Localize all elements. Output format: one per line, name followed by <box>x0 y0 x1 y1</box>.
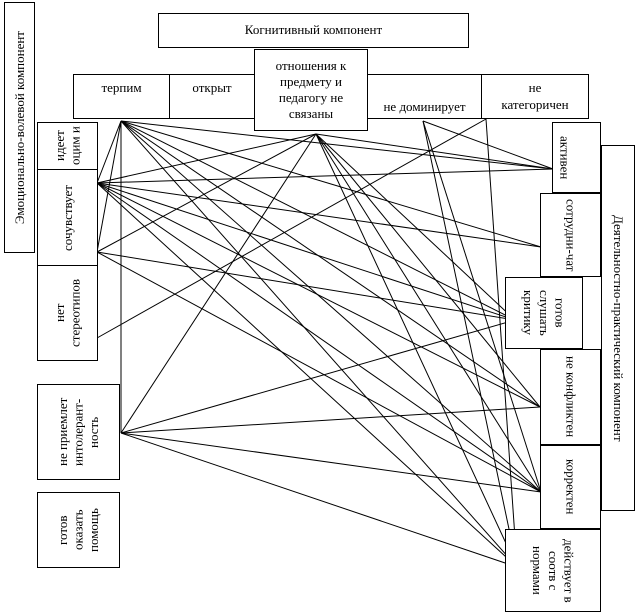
node-not-accept-intolerance-label: не приемлет интолерант-ность <box>55 397 102 467</box>
node-not-categorical-label: не категоричен <box>501 80 569 112</box>
node-ready-criticism-label: готов слушать критику <box>521 290 568 336</box>
node-not-dominating: не доминирует <box>367 74 482 119</box>
node-sympathizes-label: сочувствует <box>59 184 75 251</box>
node-relations: отношения к предмету и педагогу не связа… <box>254 49 368 131</box>
connection-line-cat-nrm <box>485 118 518 568</box>
connection-line-tol-nrm <box>120 120 518 568</box>
connection-line-rel-crt <box>315 133 516 321</box>
node-sympathizes: сочувствует <box>37 169 98 266</box>
cognitive-component-title: Когнитивный компонент <box>158 13 469 48</box>
connection-line-rel-nai <box>120 133 317 434</box>
node-correct-label: корректен <box>563 459 579 515</box>
node-ready-to-help: готов оказать помощь <box>37 492 120 568</box>
connection-line-nai-cor <box>120 432 542 493</box>
emotional-title-text: Эмоционально-волевой компонент <box>11 30 27 225</box>
node-acts-norms: действует в соотв с нормами <box>505 529 601 612</box>
connection-line-ide-coo <box>96 182 542 248</box>
node-not-conflict-label: не конфликтен <box>563 356 579 438</box>
connection-line-cat-nst <box>96 118 487 339</box>
connection-line-rel-ide <box>96 133 317 184</box>
connection-line-dom-cor <box>422 120 542 493</box>
connection-line-nai-nrm <box>120 432 518 568</box>
connection-line-sym-cor <box>96 251 542 493</box>
emotional-component-title: Эмоционально-волевой компонент <box>4 2 35 253</box>
connection-line-nai-crt <box>120 319 516 434</box>
connection-line-rel-act <box>315 133 554 170</box>
activity-title-text: Деятельностно-практический компонент <box>610 214 626 442</box>
cognitive-title-text: Когнитивный компонент <box>244 22 383 38</box>
node-correct: корректен <box>540 445 601 529</box>
connection-line-ide-act <box>96 168 554 184</box>
node-ideas-label: идеет оцим и <box>51 126 83 166</box>
node-not-accept-intolerance: не приемлет интолерант-ность <box>37 384 120 480</box>
connection-line-tol-ncf <box>120 120 541 408</box>
node-cooperates: сотрудни-чат <box>540 193 601 277</box>
connection-line-tol-act <box>120 120 554 170</box>
connection-line-nai-ncf <box>120 406 541 434</box>
node-no-stereotypes-label: нет стереотипов <box>51 278 83 348</box>
node-tolerant: терпим <box>73 74 170 119</box>
connection-line-ide-cor <box>96 182 542 493</box>
node-not-dominating-label: не доминирует <box>383 98 466 114</box>
node-active: активен <box>552 122 601 193</box>
node-not-conflict: не конфликтен <box>540 349 601 445</box>
node-cooperates-label: сотрудни-чат <box>563 198 579 272</box>
node-open-label: открыт <box>192 80 232 95</box>
node-ready-to-help-label: готов оказать помощь <box>55 508 102 552</box>
node-acts-norms-label: действует в соотв с нормами <box>530 538 577 603</box>
connection-line-sym-crt <box>96 251 516 321</box>
activity-component-title: Деятельностно-практический компонент <box>601 145 635 511</box>
node-ideas: идеет оцим и <box>37 122 98 170</box>
connection-line-ide-nrm <box>96 182 518 568</box>
node-no-stereotypes: нет стереотипов <box>37 265 98 361</box>
connection-line-tol-coo <box>120 120 542 248</box>
connection-line-tol-ide <box>96 120 122 184</box>
node-relations-label: отношения к предмету и педагогу не связа… <box>275 57 347 122</box>
connection-line-tol-cor <box>120 120 542 493</box>
node-open: открыт <box>169 74 255 119</box>
node-ready-criticism: готов слушать критику <box>505 277 583 349</box>
connection-line-tol-crt <box>120 120 516 321</box>
connection-line-ide-crt <box>96 182 516 321</box>
node-active-label: активен <box>557 135 573 180</box>
connection-line-ide-ncf <box>96 182 541 408</box>
node-tolerant-label: терпим <box>101 80 142 95</box>
node-not-categorical: не категоричен <box>481 74 589 119</box>
connection-line-rel-sym <box>96 133 317 253</box>
connection-line-dom-nrm <box>422 120 518 568</box>
connection-line-rel-nrm <box>315 133 518 568</box>
